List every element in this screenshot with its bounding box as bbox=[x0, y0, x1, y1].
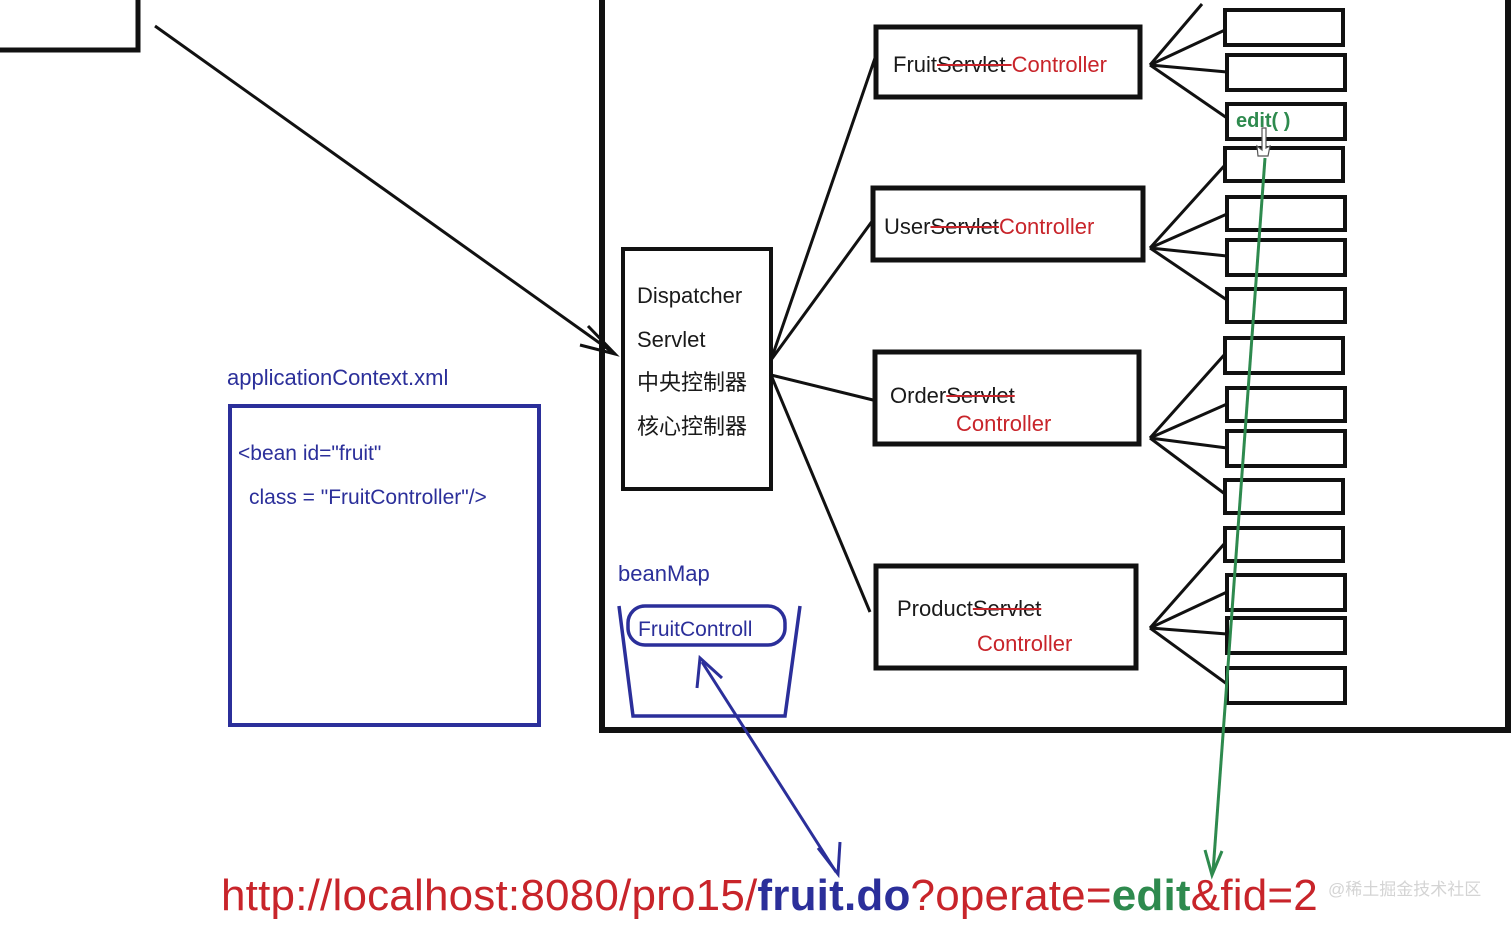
fruit-controller-struck: Servlet bbox=[937, 52, 1012, 77]
dispatcher-fan-lines bbox=[769, 57, 877, 613]
product-controller-box bbox=[873, 563, 1139, 671]
order-controller-suffix: Controller bbox=[956, 411, 1052, 436]
fruit-controller-box bbox=[873, 24, 1143, 100]
cursor-icon bbox=[1256, 127, 1271, 157]
dispatcher-line-4: 核心控制器 bbox=[637, 414, 748, 439]
dispatcher-line-3: 中央控制器 bbox=[637, 370, 748, 395]
bean-map-item: FruitControll bbox=[638, 618, 753, 641]
fruit-controller-prefix: Fruit bbox=[893, 52, 937, 77]
product-controller-label: ProductServlet bbox=[897, 598, 1041, 620]
controller-fan-lines bbox=[1148, 3, 1228, 686]
bean-map-arrowhead-down bbox=[816, 841, 842, 879]
user-controller-prefix: User bbox=[884, 214, 931, 239]
app-context-line-1: <bean id="fruit" bbox=[238, 442, 382, 465]
request-arrow bbox=[154, 24, 616, 356]
url-param: &fid=2 bbox=[1190, 871, 1318, 920]
product-controller-prefix: Product bbox=[897, 596, 973, 621]
bean-map-bucket bbox=[617, 605, 802, 718]
user-controller-struck: Servlet bbox=[930, 214, 999, 239]
fruit-controller-label: FruitServlet Controller bbox=[893, 54, 1107, 76]
app-context-title: applicationContext.xml bbox=[227, 365, 449, 390]
user-controller-suffix: Controller bbox=[998, 214, 1095, 239]
request-url: http://localhost:8080/pro15/fruit.do?ope… bbox=[221, 874, 1318, 918]
bean-map-entry-outline bbox=[626, 604, 787, 647]
url-path: fruit.do bbox=[757, 871, 911, 920]
edit-arrowhead bbox=[1203, 849, 1224, 880]
bean-map-arrowhead-up bbox=[695, 654, 724, 689]
product-controller-suffix: Controller bbox=[977, 631, 1073, 656]
request-arrowhead bbox=[579, 324, 620, 357]
product-controller-struck: Servlet bbox=[972, 596, 1042, 621]
watermark: @稀土掘金技术社区 bbox=[1328, 880, 1482, 899]
url-prefix: http://localhost:8080/pro15/ bbox=[221, 871, 758, 920]
order-controller-label: OrderServlet bbox=[890, 385, 1015, 407]
edit-method-label: edit( ) bbox=[1236, 110, 1291, 132]
url-operate: edit bbox=[1111, 871, 1191, 920]
url-query: ?operate= bbox=[910, 871, 1112, 920]
app-context-line-2: class = "FruitController"/> bbox=[249, 486, 487, 509]
top-left-box-fragment bbox=[0, 0, 141, 53]
dispatcher-line-2: Servlet bbox=[637, 327, 706, 352]
order-controller-struck: Servlet bbox=[946, 383, 1015, 408]
fruit-controller-suffix: Controller bbox=[1011, 52, 1107, 77]
user-controller-label: UserServletController bbox=[884, 216, 1094, 238]
order-controller-box bbox=[872, 349, 1142, 447]
dispatcher-line-1: Dispatcher bbox=[637, 283, 743, 308]
web-container-box bbox=[599, 0, 1511, 733]
app-context-box bbox=[228, 404, 541, 727]
method-boxes bbox=[1223, 8, 1347, 705]
bean-map-title: beanMap bbox=[618, 561, 710, 586]
edit-method-link bbox=[1211, 157, 1267, 873]
bean-map-url-link bbox=[700, 661, 838, 873]
user-controller-box bbox=[870, 185, 1146, 263]
order-controller-prefix: Order bbox=[890, 383, 947, 408]
dispatcher-servlet-box bbox=[621, 247, 773, 491]
